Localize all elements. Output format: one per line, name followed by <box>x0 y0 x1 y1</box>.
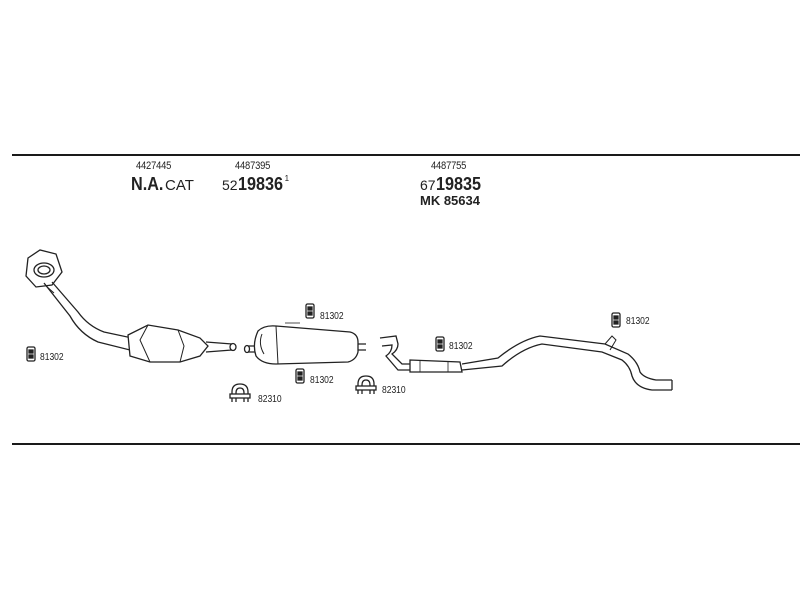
cat-name-bold: N.A. <box>131 174 164 194</box>
centre-silencer <box>243 322 366 365</box>
clamp-icons <box>229 375 377 402</box>
mid-code-number: 19836 <box>237 174 283 194</box>
mid-part-number: 4487395 <box>235 160 271 172</box>
rear-part-number: 4487755 <box>431 160 467 172</box>
hanger-code-mid-top: 81302 <box>320 311 344 322</box>
rear-pipe-silencer <box>379 335 673 391</box>
cat-part-number: 4427445 <box>136 160 172 172</box>
mid-prefix: 52 <box>222 177 238 193</box>
top-rule <box>12 154 800 156</box>
bottom-rule <box>12 443 800 445</box>
cat-name-rest: CAT <box>165 177 194 194</box>
clamp-code-right: 82310 <box>382 385 406 396</box>
hanger-code-left: 81302 <box>40 352 64 363</box>
rubber-hanger-icons <box>26 303 621 384</box>
mid-code-sup: 1 <box>284 174 290 183</box>
rear-mk-code: MK 85634 <box>420 193 480 208</box>
catalytic-converter-assembly <box>25 249 237 363</box>
clamp-code-left: 82310 <box>258 394 282 405</box>
cat-name: N.A.CAT <box>131 174 194 195</box>
hanger-code-rear-end: 81302 <box>626 316 650 327</box>
rear-code: 6719835 <box>420 174 486 195</box>
hanger-code-mid-bottom: 81302 <box>310 375 334 386</box>
rear-prefix: 67 <box>420 177 436 193</box>
hanger-code-rear-front: 81302 <box>449 341 473 352</box>
rear-code-number: 19835 <box>435 174 481 194</box>
